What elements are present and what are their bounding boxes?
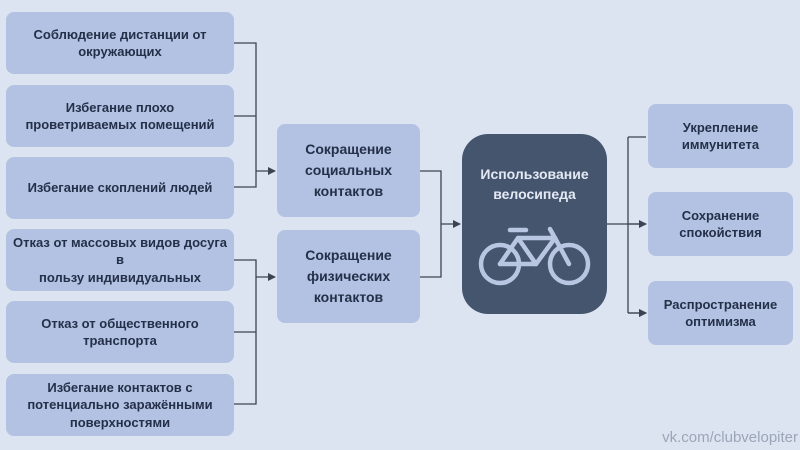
bicycle-icon (478, 226, 591, 286)
connector-center-to-right (607, 136, 646, 313)
connector-left-group-1 (234, 42, 275, 188)
left-item-crowds: Избегание скоплений людей (6, 157, 234, 219)
watermark: vk.com/clubvelopiter (662, 429, 798, 446)
connector-left-group-2 (234, 259, 275, 405)
connector-middle-to-center (420, 170, 460, 278)
